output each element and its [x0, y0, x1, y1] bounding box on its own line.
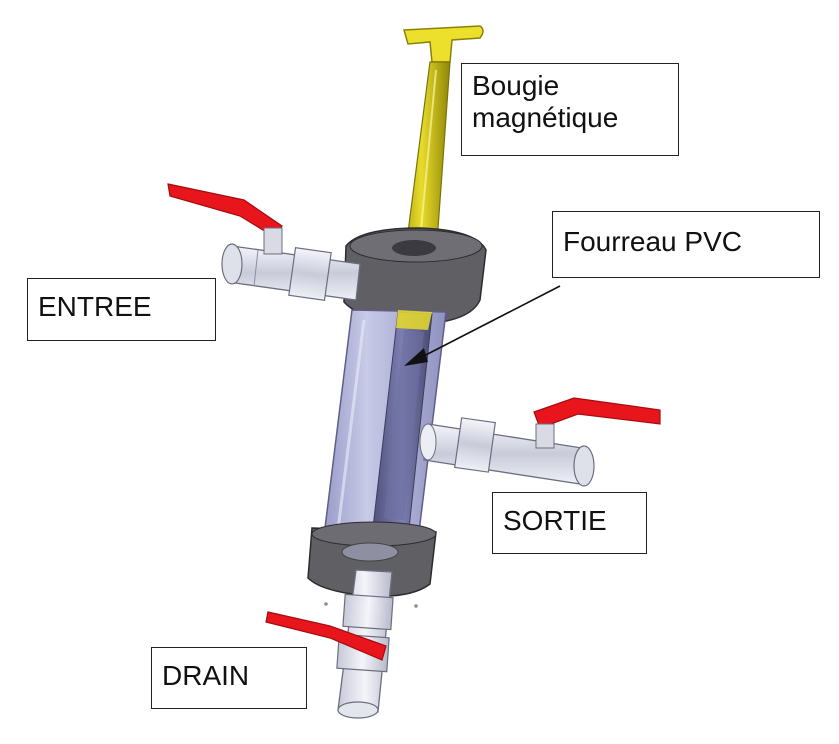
pointer-arrow-icon — [404, 285, 561, 366]
valve-handle-icon — [265, 611, 387, 661]
top-cap — [343, 227, 487, 325]
label-sortie: SORTIE — [492, 492, 647, 554]
valve-handle-icon — [533, 397, 661, 449]
label-bougie-line1: Bougie — [472, 70, 560, 101]
label-entree: ENTREE — [27, 278, 216, 341]
pvc-sleeve — [384, 330, 424, 520]
label-drain: DRAIN — [151, 647, 307, 709]
outlet-fitting — [419, 417, 595, 487]
label-fourreau-pvc: Fourreau PVC — [552, 211, 820, 278]
valve-handle-icon — [167, 183, 283, 255]
inlet-fitting — [221, 243, 361, 301]
label-bougie-magnetique: Bougie magnétique — [461, 63, 679, 156]
label-bougie-line2: magnétique — [472, 102, 619, 133]
